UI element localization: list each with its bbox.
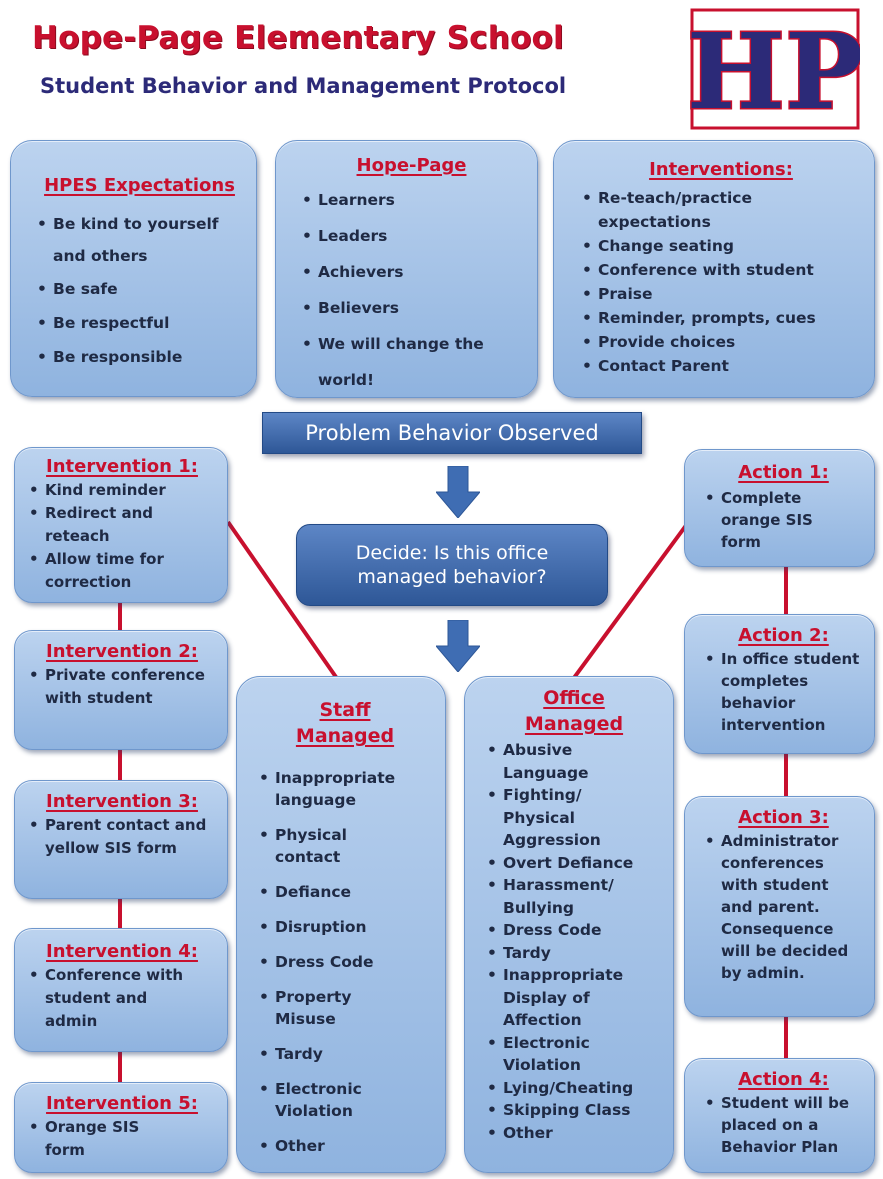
list-item: Allow time for correction [25,548,205,594]
intervention-5-title: Intervention 5: [46,1093,198,1114]
list-item: Dress Code [255,951,435,973]
list-item: Be kind to yourself and others [33,208,246,272]
list-item: Lying/Cheating [483,1077,665,1100]
list-item: Conference with student [578,258,864,282]
list-item: Kind reminder [25,479,219,502]
connector-line [118,600,122,630]
list-item: Be responsible [33,340,246,374]
list-item: Private conference with student [25,664,210,710]
list-item: Dress Code [483,919,665,942]
list-item: Praise [578,282,864,306]
list-item: Harassment/ Bullying [483,874,633,919]
page-subtitle: Student Behavior and Management Protocol [40,74,567,98]
staff-managed-box: Staff Managed Inappropriate language Phy… [236,676,446,1173]
connector-line [784,566,788,618]
list-item: Student will be placed on a Behavior Pla… [701,1092,851,1158]
list-item: Parent contact and yellow SIS form [25,814,210,860]
action-4-box: Action 4: Student will be placed on a Be… [684,1058,875,1173]
action-2-title: Action 2: [738,625,829,646]
connector-line [784,1015,788,1059]
list-item: Disruption [255,916,435,938]
list-item: Physical contact [255,824,375,868]
list-item: Orange SIS form [25,1116,165,1162]
connector-line [118,897,122,929]
list-item: Conference with student and admin [25,964,185,1033]
list-item: Abusive Language [483,739,613,784]
staff-managed-title: Staff Managed [295,699,395,747]
list-item: Inappropriate language [255,767,435,811]
list-item: Inappropriate Display of Affection [483,964,653,1032]
office-managed-title: Office Managed [524,687,624,735]
list-item: Be respectful [33,306,246,340]
list-item: Be safe [33,272,246,306]
list-item: Provide choices [578,330,864,354]
interventions-list-box: Interventions: Re-teach/practice expecta… [553,140,875,398]
list-item: Electronic Violation [483,1032,613,1077]
list-item: Change seating [578,234,864,258]
intervention-4-box: Intervention 4: Conference with student … [14,928,228,1052]
action-4-title: Action 4: [738,1069,829,1090]
intervention-5-box: Intervention 5: Orange SIS form [14,1082,228,1173]
page-title: Hope-Page Elementary School [32,20,564,56]
list-item: Other [483,1122,665,1145]
list-item: Believers [298,290,525,326]
action-1-title: Action 1: [738,462,829,483]
list-item: Learners [298,182,525,218]
interventions-list-title: Interventions: [649,159,793,180]
down-arrow-icon [436,466,480,518]
expectations-box: HPES Expectations Be kind to yourself an… [10,140,257,397]
expectations-title: HPES Expectations [44,175,235,196]
list-item: Tardy [255,1043,435,1065]
list-item: Reminder, prompts, cues [578,306,864,330]
problem-behavior-banner: Problem Behavior Observed [262,412,642,454]
connector-line [784,752,788,796]
list-item: Other [255,1135,435,1157]
list-item: Skipping Class [483,1099,665,1122]
action-3-title: Action 3: [738,807,829,828]
list-item: Contact Parent [578,354,864,378]
list-item: In office student completes behavior int… [701,648,871,736]
logo-text: HP [690,10,860,130]
connector-line [118,748,122,780]
connector-line [118,1051,122,1083]
intervention-3-title: Intervention 3: [46,791,198,812]
list-item: Achievers [298,254,525,290]
action-2-box: Action 2: In office student completes be… [684,614,875,754]
list-item: Re-teach/practice expectations [578,186,778,234]
connector-line [563,518,692,692]
list-item: Defiance [255,881,435,903]
intervention-4-title: Intervention 4: [46,941,198,962]
list-item: Leaders [298,218,525,254]
action-3-box: Action 3: Administrator conferences with… [684,796,875,1017]
intervention-3-box: Intervention 3: Parent contact and yello… [14,780,228,899]
school-logo: HP [690,8,860,130]
hope-page-title: Hope-Page [356,155,467,176]
decide-text: Decide: Is this office managed behavior? [355,542,549,588]
intervention-1-title: Intervention 1: [46,456,198,477]
office-managed-box: Office Managed Abusive Language Fighting… [464,676,674,1173]
list-item: We will change the world! [298,326,525,398]
intervention-2-box: Intervention 2: Private conference with … [14,630,228,750]
connector-line [226,520,347,692]
list-item: Complete orange SIS form [701,487,821,553]
list-item: Overt Defiance [483,852,665,875]
list-item: Redirect and reteach [25,502,195,548]
action-1-box: Action 1: Complete orange SIS form [684,449,875,567]
list-item: Electronic Violation [255,1078,375,1122]
decide-box: Decide: Is this office managed behavior? [296,524,608,606]
list-item: Fighting/ Physical Aggression [483,784,613,852]
list-item: Property Misuse [255,986,375,1030]
intervention-1-box: Intervention 1: Kind reminder Redirect a… [14,447,228,603]
list-item: Tardy [483,942,665,965]
hope-page-box: Hope-Page Learners Leaders Achievers Bel… [275,140,538,398]
intervention-2-title: Intervention 2: [46,641,198,662]
list-item: Administrator conferences with student a… [701,830,856,984]
down-arrow-icon [436,620,480,672]
